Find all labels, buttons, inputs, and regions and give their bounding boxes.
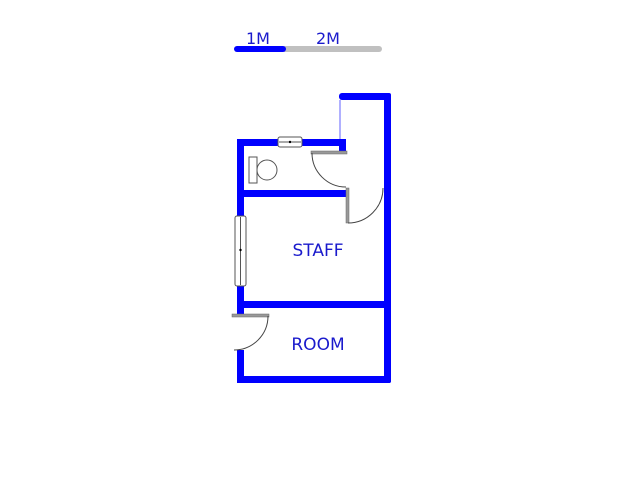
room-label-staff: STAFF <box>292 241 343 261</box>
scale-bar: 1M 2M <box>234 29 382 52</box>
door-bathroom <box>310 150 348 188</box>
scale-label-2m: 2M <box>316 29 340 48</box>
wall-bath-top-left <box>237 139 279 146</box>
scale-label-1m: 1M <box>246 29 270 48</box>
door-room <box>231 313 270 351</box>
wall-right <box>384 93 391 383</box>
window-bathroom <box>277 136 303 148</box>
wall-left-upper <box>237 139 244 216</box>
door-staff <box>345 187 384 224</box>
wall-top-right <box>339 93 391 100</box>
wall-bath-top-right <box>301 139 346 146</box>
window-staff <box>234 215 247 287</box>
wall-bottom <box>237 376 391 383</box>
room-label-room: ROOM <box>291 335 344 355</box>
wall-partition <box>237 301 391 308</box>
walls <box>237 93 391 383</box>
toilet-icon <box>248 156 278 184</box>
wall-bath-bottom <box>237 190 346 197</box>
wall-bath-right-stub <box>339 139 346 153</box>
wall-left-lower <box>237 350 244 383</box>
wall-left-middle <box>237 285 244 315</box>
